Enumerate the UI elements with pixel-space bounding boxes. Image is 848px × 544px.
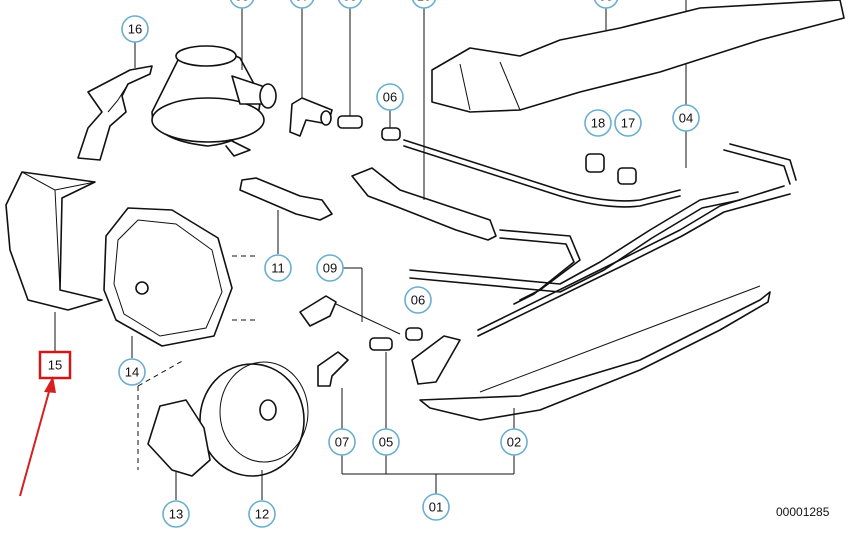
part-sleeve-17 (617, 167, 637, 185)
part-distributor-cap-08 (151, 2, 277, 157)
part-sleeve-05-top (337, 2, 363, 129)
svg-text:14: 14 (125, 365, 139, 380)
part-plug-connector-07-top (289, 2, 333, 137)
svg-text:02: 02 (507, 435, 521, 450)
part-shield-15 (5, 171, 103, 352)
callout-02[interactable]: 02 (500, 428, 528, 456)
svg-text:11: 11 (271, 261, 285, 276)
svg-text:05: 05 (343, 0, 357, 4)
part-boot-07-middle (317, 351, 349, 430)
callout-05-top[interactable]: 05 (337, 0, 363, 9)
callout-06-top[interactable]: 06 (376, 83, 404, 111)
part-bracket-16 (77, 42, 153, 161)
svg-text:08: 08 (235, 0, 249, 4)
callout-05-middle[interactable]: 05 (372, 428, 400, 456)
svg-text:12: 12 (255, 507, 269, 522)
part-ignition-lead-10 (351, 2, 497, 241)
callout-08-right[interactable]: 08 (593, 0, 619, 9)
callout-01[interactable]: 01 (422, 493, 450, 521)
callout-08[interactable]: 08 (229, 0, 255, 9)
svg-text:18: 18 (591, 116, 605, 131)
pointer-arrow (19, 376, 56, 497)
part-lower-rail-02 (419, 285, 771, 430)
callout-10[interactable]: 10 (411, 0, 437, 9)
part-lead-tubes-04 (403, 0, 797, 337)
svg-text:07: 07 (295, 0, 309, 4)
callout-14[interactable]: 14 (118, 358, 146, 386)
svg-text:04: 04 (679, 111, 693, 126)
callout-11[interactable]: 11 (264, 254, 292, 282)
part-housing-14 (103, 207, 258, 358)
callout-06-middle[interactable]: 06 (404, 286, 432, 314)
svg-text:01: 01 (429, 500, 443, 515)
part-pulley-12 (199, 361, 309, 500)
part-cover-rail (431, 0, 845, 113)
callout-07-middle[interactable]: 07 (328, 428, 356, 456)
leader-group-01 (341, 454, 515, 496)
callout-04[interactable]: 04 (672, 104, 700, 132)
callout-16[interactable]: 16 (121, 15, 149, 43)
part-grommet-06-middle (405, 327, 461, 385)
part-sleeve-05-middle (369, 337, 393, 430)
callout-07-top[interactable]: 07 (289, 0, 315, 9)
part-connector-09 (299, 267, 401, 335)
svg-text:07: 07 (335, 435, 349, 450)
svg-text:10: 10 (417, 0, 431, 4)
svg-text:17: 17 (621, 116, 635, 131)
callout-15-highlighted[interactable]: 15 (38, 350, 72, 380)
callout-17[interactable]: 17 (614, 109, 642, 137)
part-grommet-06-top (381, 110, 401, 141)
part-rotor-13 (137, 359, 211, 500)
svg-text:15: 15 (48, 358, 62, 373)
svg-text:09: 09 (323, 261, 337, 276)
reference-number: 00001285 (776, 505, 830, 519)
svg-text:13: 13 (169, 507, 183, 522)
svg-text:05: 05 (379, 435, 393, 450)
callout-12[interactable]: 12 (248, 500, 276, 528)
svg-text:06: 06 (383, 90, 397, 105)
callout-09[interactable]: 09 (316, 254, 344, 282)
callout-18[interactable]: 18 (584, 109, 612, 137)
svg-text:08: 08 (599, 0, 613, 4)
callout-13[interactable]: 13 (162, 500, 190, 528)
svg-text:16: 16 (128, 22, 142, 37)
part-spark-plug-11 (239, 177, 333, 254)
svg-text:06: 06 (411, 293, 425, 308)
part-sleeve-18 (585, 153, 605, 173)
